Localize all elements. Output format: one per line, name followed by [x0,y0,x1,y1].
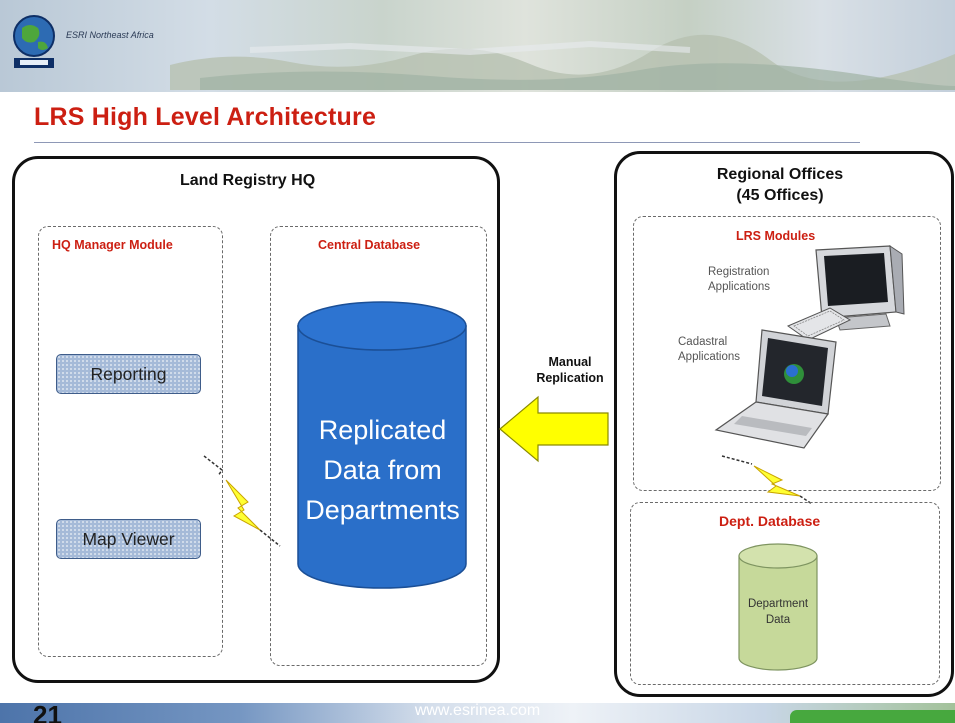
hq-manager-module-box [38,226,223,657]
page-number: 21 [33,700,62,723]
desktop-computer-icon [786,245,905,341]
department-data-cylinder [738,543,818,671]
central-database-box [270,226,487,666]
manual-replication-label: Manual Replication [520,354,620,386]
cylinder-line-1: Replicated [318,415,447,445]
title-divider [34,142,860,143]
land-registry-hq-container [12,156,500,683]
dept-database-box [630,502,940,685]
reporting-label: Reporting [90,363,167,384]
central-database-label: Central Database [318,238,421,252]
replication-arrow-icon [499,395,609,463]
header-banner: ESRI Northeast Africa [0,0,955,92]
hq-manager-module-label: HQ Manager Module [52,238,173,252]
cylinder-line-2: Data from [323,455,442,485]
dept-database-label: Dept. Database [719,513,821,529]
regional-lightning-icon [721,455,813,505]
regional-title-line-1: Regional Offices [716,166,844,183]
regional-offices-container [614,151,954,697]
regional-offices-title: Regional Offices (45 Offices) [640,164,920,206]
footer-url: www.esrinea.com [414,702,541,719]
manual-line-1: Manual [548,355,592,369]
central-database-text: Replicated Data from Departments [300,410,465,530]
map-viewer-module: Map Viewer [56,519,201,559]
cadastral-applications-label: Cadastral Applications [678,336,741,363]
hq-lightning-icon [203,455,281,547]
department-data-text: Department Data [747,598,809,626]
lrs-modules-label: LRS Modules [736,229,816,243]
footer-bar [0,703,955,723]
registration-applications-label: Registration Applications [708,266,771,293]
map-viewer-label: Map Viewer [82,528,175,549]
regional-title-line-2: (45 Offices) [736,187,824,204]
laptop-icon [714,329,837,449]
slide-title: LRS High Level Architecture [34,103,377,131]
manual-line-2: Replication [536,371,604,385]
banner-landscape [170,34,955,90]
hq-title: Land Registry HQ [180,172,316,189]
central-database-cylinder [297,301,467,589]
logo-text: ESRI Northeast Africa [66,30,154,40]
footer-green-tab [790,710,955,723]
esri-globe-logo [13,15,55,68]
cylinder-line-3: Departments [305,495,460,525]
reporting-module: Reporting [56,354,201,394]
